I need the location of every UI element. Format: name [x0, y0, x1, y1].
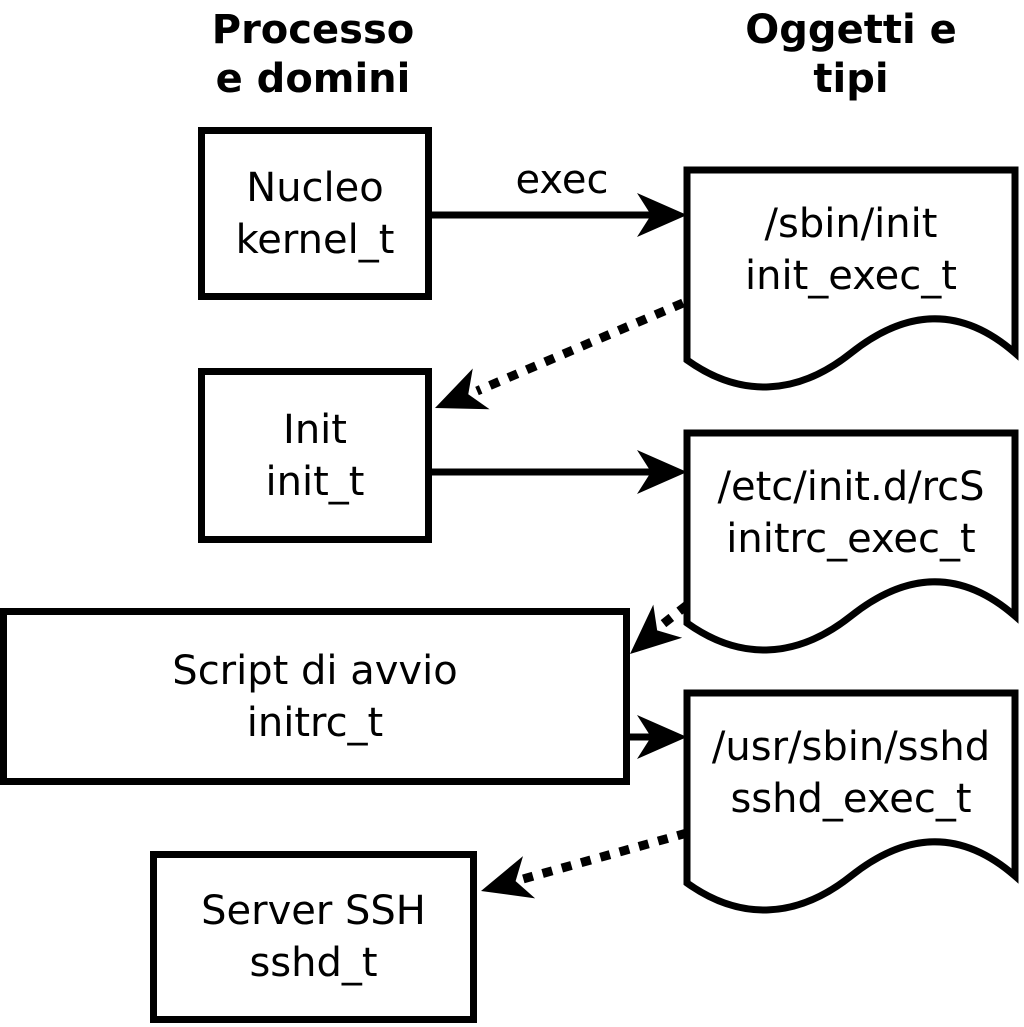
object-path: /usr/sbin/sshd: [711, 724, 991, 770]
transition-arrow-sshdexec-to-sshd: [481, 828, 689, 899]
object-type: sshd_exec_t: [730, 776, 972, 822]
arrowhead-icon: [637, 715, 687, 759]
process-domain: init_t: [265, 458, 365, 505]
process-box-init: Init init_t: [198, 368, 432, 543]
object-doc-sshd-exec: /usr/sbin/sshd sshd_exec_t: [687, 698, 1015, 848]
process-domain: kernel_t: [235, 216, 395, 263]
transition-arrow-initexec-to-init: [435, 298, 685, 410]
arrowhead-icon: [630, 604, 683, 654]
arrowhead-icon: [481, 856, 536, 899]
process-name: Nucleo: [246, 164, 384, 211]
exec-edge-label: exec: [515, 157, 609, 203]
document-shape-initrc-exec: [683, 429, 1019, 654]
process-name: Script di avvio: [172, 647, 458, 694]
column-header-objects-line1: Oggetti e: [745, 7, 957, 53]
object-path: /etc/init.d/rcS: [717, 464, 985, 510]
arrowhead-icon: [435, 368, 490, 410]
process-name: Server SSH: [201, 888, 426, 934]
process-box-initrc: Script di avvio initrc_t: [0, 608, 630, 785]
object-path: /sbin/init: [764, 201, 938, 247]
object-doc-initrc-exec: /etc/init.d/rcS initrc_exec_t: [687, 438, 1015, 588]
column-header-processes-line2: e domini: [215, 55, 411, 102]
exec-arrow-kernel-to-init: [432, 193, 687, 237]
arrowhead-icon: [637, 193, 687, 237]
process-domain: initrc_t: [246, 699, 384, 746]
object-doc-init-exec: /sbin/init init_exec_t: [687, 175, 1015, 325]
process-domain: sshd_t: [249, 940, 378, 986]
column-header-processes: Processo e domini: [133, 6, 493, 104]
arrowhead-icon: [637, 450, 687, 494]
document-shape-init-exec: [683, 166, 1019, 391]
document-shape-sshd-exec: [683, 689, 1019, 914]
column-header-processes-line1: Processo: [211, 7, 415, 53]
object-type: init_exec_t: [745, 253, 957, 299]
object-type: initrc_exec_t: [726, 516, 976, 562]
process-box-sshd: Server SSH sshd_t: [150, 851, 477, 1023]
transition-arrow-initrcexec-to-initrc: [630, 601, 690, 654]
process-name: Init: [283, 406, 347, 453]
process-box-kernel: Nucleo kernel_t: [198, 127, 432, 300]
column-header-objects-line2: tipi: [813, 55, 889, 102]
exec-arrow-init-to-initrc: [432, 450, 687, 494]
column-header-objects: Oggetti e tipi: [671, 6, 1024, 104]
exec-arrow-initrc-to-sshd: [628, 715, 687, 759]
